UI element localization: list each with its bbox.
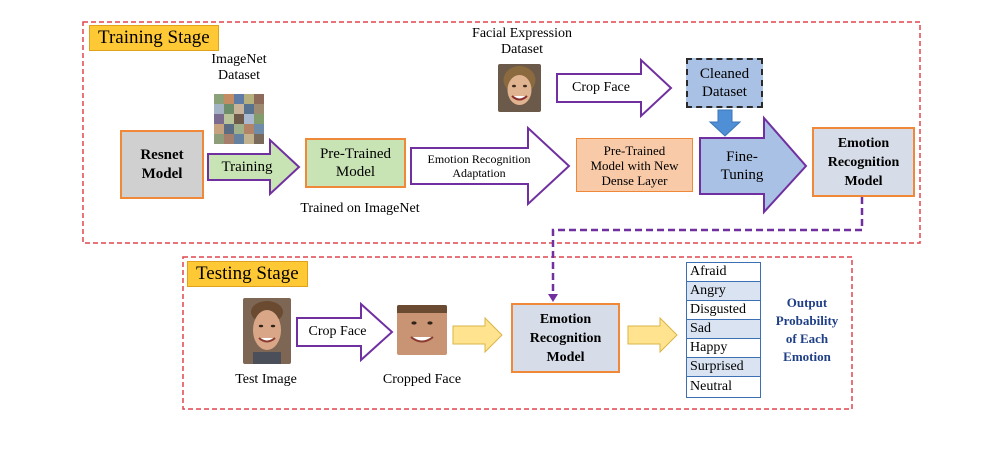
stage-connector-line [551, 197, 864, 296]
emotion-item-afraid: Afraid [687, 263, 760, 282]
fine-tuning-arrow-label: Fine- Tuning [720, 149, 764, 183]
crop-face-arrow-shape-testing [296, 301, 394, 363]
emotion-item-neutral: Neutral [690, 379, 732, 394]
imagenet-thumbnail [214, 94, 264, 144]
training-emotion-model-box: Emotion Recognition Model [812, 127, 915, 197]
testing-stage-title: Testing Stage [187, 261, 308, 287]
testing-stage-frame [182, 256, 853, 410]
emotion-item-surprised: Surprised [687, 358, 760, 377]
down-arrow-shape [708, 109, 742, 137]
adaptation-arrow-label: Emotion Recognition Adaptation [427, 152, 531, 180]
facial-expression-dataset-label: Facial Expression Dataset [472, 26, 572, 57]
adaptation-arrow-shape [410, 125, 571, 207]
resnet-model-box: Resnet Model [120, 130, 204, 199]
training-stage-title: Training Stage [89, 25, 219, 51]
emotion-item-sad: Sad [687, 320, 760, 339]
emotion-list: Afraid Angry Disgusted Sad Happy Surpris… [686, 262, 761, 398]
imagenet-dataset-label: ImageNet Dataset [211, 52, 267, 83]
cropped-face-label: Cropped Face [382, 372, 462, 387]
yellow-arrow-shape-2 [627, 316, 678, 354]
crop-face-arrow-label-testing: Crop Face [308, 324, 367, 339]
pretrained-new-dense-box: Pre-Trained Model with New Dense Layer [576, 138, 693, 192]
emotion-item-happy: Happy [687, 339, 760, 358]
pretrained-model-box: Pre-Trained Model [305, 138, 406, 188]
testing-emotion-model-box: Emotion Recognition Model [511, 303, 620, 373]
cleaned-dataset-box: Cleaned Dataset [686, 58, 763, 108]
test-image-label: Test Image [235, 372, 297, 387]
facial-expression-face-image [498, 64, 541, 112]
cropped-face-image [397, 305, 447, 355]
emotion-item-disgusted: Disgusted [687, 301, 760, 320]
trained-on-imagenet-label: Trained on ImageNet [300, 201, 420, 216]
training-arrow-label: Training [221, 158, 273, 175]
test-face-image [243, 298, 291, 364]
emotion-item-angry: Angry [687, 282, 760, 301]
crop-face-arrow-label-training: Crop Face [572, 80, 630, 95]
yellow-arrow-shape-1 [452, 316, 503, 354]
training-stage-frame [82, 21, 921, 244]
crop-face-arrow-shape-training [556, 57, 673, 119]
training-arrow-shape [207, 137, 301, 197]
output-probability-label: Output Probability of Each Emotion [775, 295, 839, 364]
fine-tuning-arrow-shape [699, 115, 808, 215]
stage-connector-arrowhead [548, 294, 558, 302]
